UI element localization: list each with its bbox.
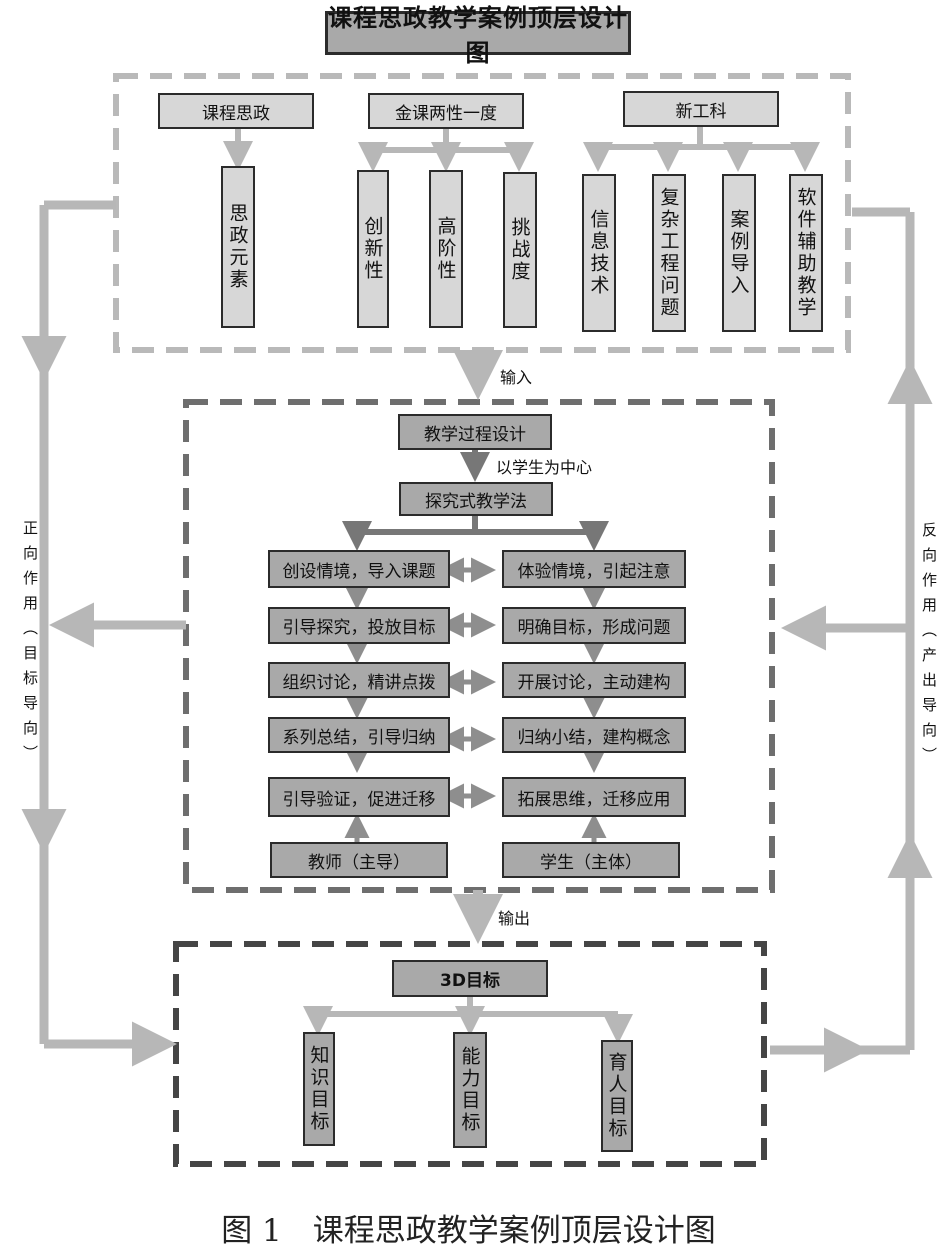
teacher-leading-box: 教师（主导） (270, 842, 448, 878)
3d-goals-box: 3D目标 (392, 960, 548, 997)
output-label: 输出 (498, 909, 531, 928)
teacher-step-3: 组织讨论，精讲点拨 (268, 662, 450, 698)
student-step-1: 体验情境，引起注意 (502, 550, 686, 588)
branch-method (342, 515, 609, 551)
item-gaojiexing: 高阶性 (429, 170, 463, 328)
group-header-xingongke: 新工科 (623, 91, 779, 127)
item-xinxi-jishu: 信息技术 (582, 174, 616, 332)
student-step-2: 明确目标，形成问题 (502, 607, 686, 644)
input-label: 输入 (500, 368, 533, 387)
student-centered-label: 以学生为中心 (496, 458, 593, 477)
student-step-4: 归纳小结，建构概念 (502, 717, 686, 753)
figure-caption: 图 1 课程思政教学案例顶层设计图 (221, 1213, 716, 1249)
branch-jinke (358, 129, 534, 172)
student-subject-box: 学生（主体） (502, 842, 680, 878)
item-chuangxinxing: 创新性 (357, 170, 389, 328)
student-step-5: 拓展思维，迁移应用 (502, 777, 686, 817)
inquiry-teaching-method: 探究式教学法 (399, 482, 553, 516)
item-ruanjian-fuzhu-jiaoxue: 软件辅助教学 (789, 174, 823, 332)
teacher-step-4: 系列总结，引导归纳 (268, 717, 450, 753)
left-side-label: 正向作用（目标导向） (21, 520, 39, 770)
teacher-step-2: 引导探究，投放目标 (268, 607, 450, 644)
item-fuza-gongcheng-wenti: 复杂工程问题 (652, 174, 686, 332)
right-side-label: 反向作用（产出导向） (920, 522, 937, 772)
goal-ability: 能力目标 (453, 1032, 487, 1148)
student-step-3: 开展讨论，主动建构 (502, 662, 686, 698)
teacher-step-5: 引导验证，促进迁移 (268, 777, 450, 817)
left-feedback-loop (21, 200, 186, 1067)
goal-knowledge: 知识目标 (303, 1032, 335, 1146)
group-header-kechengsizheng: 课程思政 (158, 93, 314, 129)
goal-education: 育人目标 (601, 1040, 633, 1152)
item-anli-daoru: 案例导入 (722, 174, 756, 332)
interaction-double-arrows (439, 557, 496, 809)
branch-xingongke (583, 127, 820, 172)
branch-3d-goals (303, 997, 633, 1044)
item-sizheng-yuansu: 思政元素 (221, 166, 255, 328)
group-header-jinke: 金课两性一度 (368, 93, 524, 129)
item-tiaozhandu: 挑战度 (503, 172, 537, 328)
right-feedback-loop (770, 207, 933, 1073)
diagram-title: 课程思政教学案例顶层设计图 (325, 4, 631, 67)
teaching-process-design: 教学过程设计 (398, 414, 552, 450)
teacher-step-1: 创设情境，导入课题 (268, 550, 450, 588)
